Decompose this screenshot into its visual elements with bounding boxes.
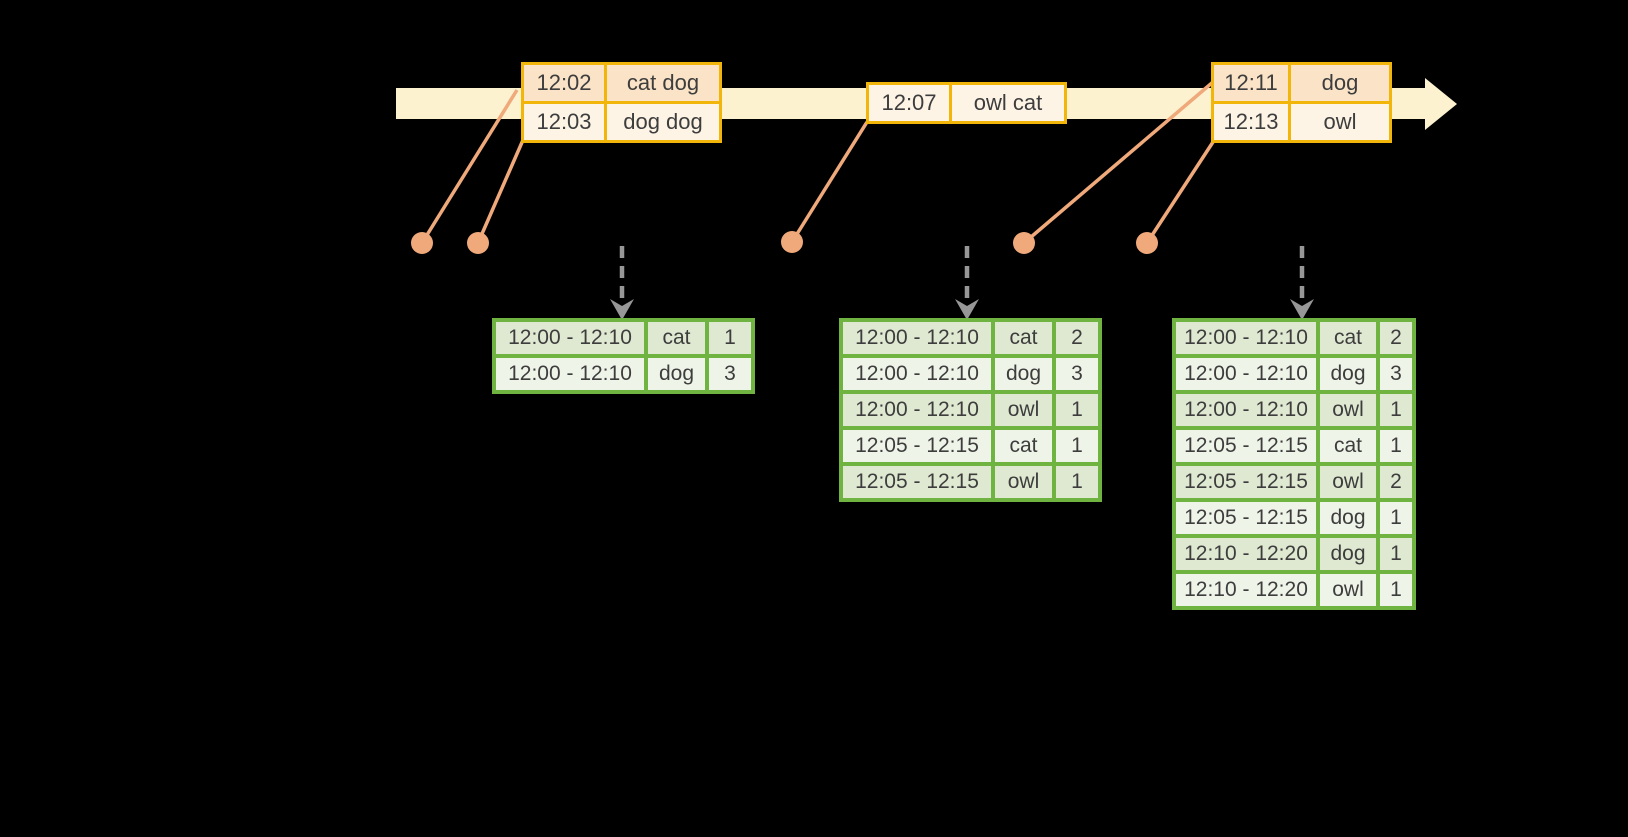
table-cell: dog xyxy=(1316,498,1380,538)
table-cell: 12:00 - 12:10 xyxy=(1172,390,1320,430)
table-cell: 1 xyxy=(1052,426,1102,466)
table-cell: dog dog xyxy=(604,101,722,143)
table-cell: 12:10 - 12:20 xyxy=(1172,570,1320,610)
table-cell: cat xyxy=(1316,318,1380,358)
table-cell: 1 xyxy=(705,318,755,358)
table-cell: 12:00 - 12:10 xyxy=(492,318,648,358)
table-cell: dog xyxy=(991,354,1056,394)
event-dots xyxy=(411,231,1158,254)
event-dot-icon xyxy=(1013,232,1035,254)
table-cell: dog xyxy=(644,354,709,394)
leader-line-1203 xyxy=(476,139,525,244)
table-cell: 12:00 - 12:10 xyxy=(1172,318,1320,358)
down-arrowhead-icon xyxy=(955,299,979,320)
table-cell: 12:00 - 12:10 xyxy=(839,318,995,358)
trigger-arrows xyxy=(610,246,1314,320)
event-dot-icon xyxy=(781,231,803,253)
table-cell: 1 xyxy=(1052,462,1102,502)
table-cell: 2 xyxy=(1052,318,1102,358)
table-cell: 2 xyxy=(1376,318,1416,358)
event-dot-icon xyxy=(1136,232,1158,254)
table-cell: 12:03 xyxy=(521,101,607,143)
table-cell: 12:05 - 12:15 xyxy=(839,462,995,502)
table-cell: 3 xyxy=(1052,354,1102,394)
table-cell: owl xyxy=(1316,462,1380,502)
table-cell: owl xyxy=(1288,101,1392,143)
table-cell: 3 xyxy=(705,354,755,394)
event-dot-icon xyxy=(411,232,433,254)
table-cell: 1 xyxy=(1052,390,1102,430)
table-cell: 12:00 - 12:10 xyxy=(839,354,995,394)
table-cell: 12:11 xyxy=(1211,62,1291,104)
table-cell: 12:05 - 12:15 xyxy=(1172,426,1320,466)
table-cell: dog xyxy=(1288,62,1392,104)
table-cell: 12:00 - 12:10 xyxy=(839,390,995,430)
table-cell: 1 xyxy=(1376,534,1416,574)
table-cell: cat xyxy=(644,318,709,358)
leader-line-1213 xyxy=(1145,141,1215,244)
table-cell: owl xyxy=(1316,390,1380,430)
table-cell: 12:05 - 12:15 xyxy=(1172,498,1320,538)
table-cell: 2 xyxy=(1376,462,1416,502)
table-cell: owl cat xyxy=(949,82,1067,124)
table-cell: cat dog xyxy=(604,62,722,104)
table-cell: 12:05 - 12:15 xyxy=(1172,462,1320,502)
table-cell: cat xyxy=(1316,426,1380,466)
table-cell: 1 xyxy=(1376,570,1416,610)
event-dot-icon xyxy=(467,232,489,254)
leader-line-1207 xyxy=(790,121,869,243)
table-cell: 3 xyxy=(1376,354,1416,394)
table-cell: owl xyxy=(991,462,1056,502)
table-cell: owl xyxy=(1316,570,1380,610)
table-cell: 12:10 - 12:20 xyxy=(1172,534,1320,574)
table-cell: 12:07 xyxy=(866,82,952,124)
table-cell: owl xyxy=(991,390,1056,430)
table-cell: cat xyxy=(991,426,1056,466)
down-arrowhead-icon xyxy=(610,299,634,320)
table-cell: dog xyxy=(1316,534,1380,574)
timeline-arrowhead-icon xyxy=(1425,78,1457,130)
down-arrowhead-icon xyxy=(1290,299,1314,320)
leader-line-1202 xyxy=(420,89,519,244)
table-cell: cat xyxy=(991,318,1056,358)
table-cell: 1 xyxy=(1376,390,1416,430)
table-cell: 12:05 - 12:15 xyxy=(839,426,995,466)
table-cell: 12:00 - 12:10 xyxy=(492,354,648,394)
table-cell: 12:02 xyxy=(521,62,607,104)
table-cell: 1 xyxy=(1376,498,1416,538)
table-cell: 1 xyxy=(1376,426,1416,466)
table-cell: 12:13 xyxy=(1211,101,1291,143)
table-cell: dog xyxy=(1316,354,1380,394)
table-cell: 12:00 - 12:10 xyxy=(1172,354,1320,394)
